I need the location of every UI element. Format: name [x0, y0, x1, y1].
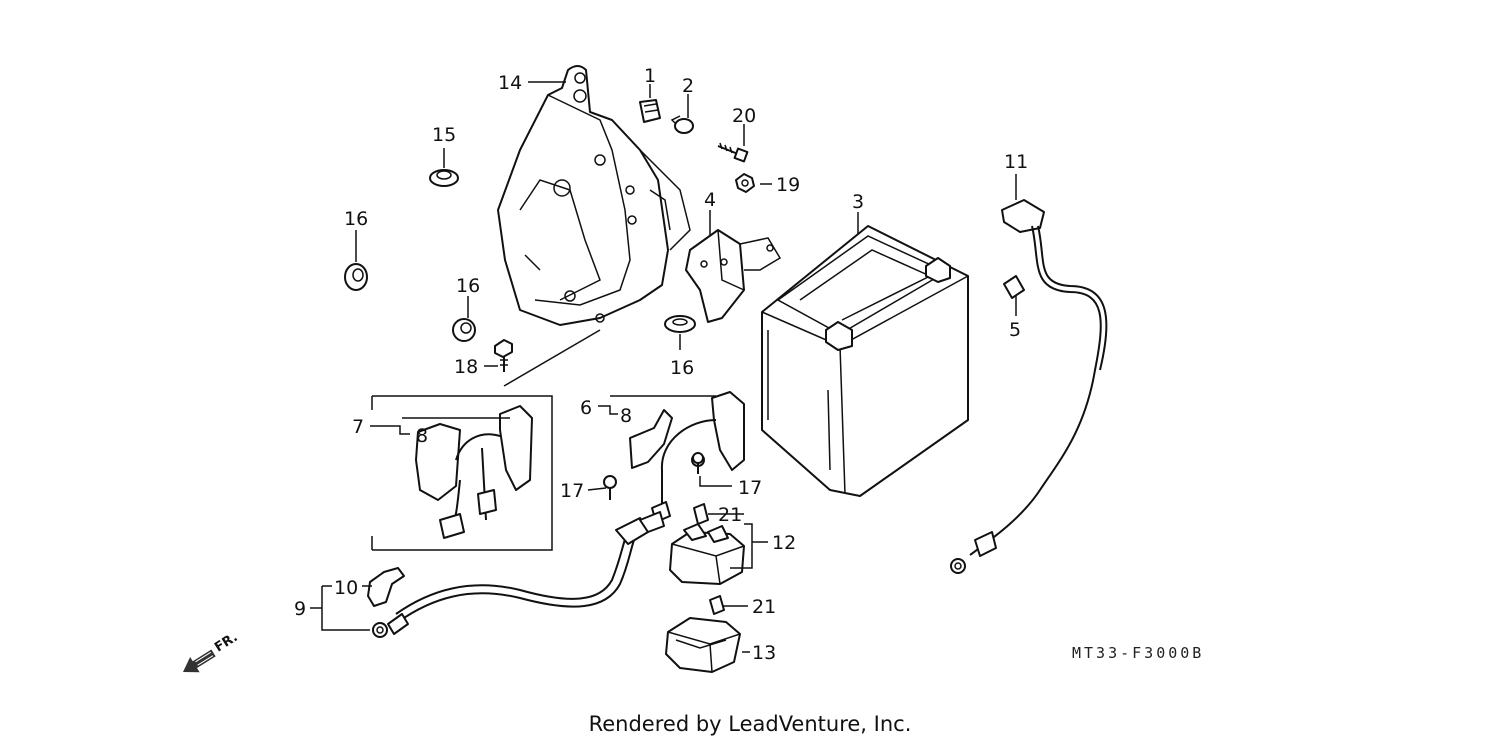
relay-cover-13 [665, 617, 741, 673]
callout-17-left: 17 [560, 480, 584, 502]
callout-14: 14 [498, 72, 522, 94]
callout-5: 5 [1009, 319, 1021, 341]
callout-11: 11 [1004, 151, 1028, 173]
callout-21-top: 21 [718, 504, 742, 526]
callout-10: 10 [334, 577, 358, 599]
cushion-16-center [452, 318, 476, 342]
cushion-16-left [344, 263, 368, 291]
callout-4: 4 [704, 189, 716, 211]
callout-numbers: 1 2 3 4 5 6 7 8 8 9 10 11 12 13 14 15 16… [294, 65, 1028, 664]
relay-holder-4 [685, 229, 782, 323]
direction-label: FR. [212, 630, 240, 655]
callout-16-left: 16 [344, 208, 368, 230]
nut-19 [735, 173, 755, 193]
front-direction-arrow: FR. [183, 630, 241, 673]
collar-2 [670, 115, 694, 134]
callout-20: 20 [732, 105, 756, 127]
callout-9: 9 [294, 598, 306, 620]
callout-17-right: 17 [738, 477, 762, 499]
leader-18 [503, 329, 601, 387]
positive-cable-kit-7 [371, 395, 553, 551]
callout-8-left: 8 [416, 425, 428, 447]
diagram-code: MT33-F3000B [1072, 644, 1204, 662]
callout-8-right: 8 [620, 405, 632, 427]
bolt-20 [717, 142, 749, 163]
grommet-1 [639, 99, 661, 123]
rendered-by-footer: Rendered by LeadVenture, Inc. [588, 712, 912, 736]
positive-cable-kit-6 [629, 391, 745, 523]
negative-cable-11 [950, 199, 1108, 574]
callout-19: 19 [776, 174, 800, 196]
main-cable-9 [372, 511, 665, 638]
battery-bracket [497, 65, 691, 326]
cable-clamp-5 [1003, 275, 1025, 299]
callout-3: 3 [852, 191, 864, 213]
callout-1: 1 [644, 65, 656, 87]
bolt-18 [494, 339, 513, 372]
fuse-21-bottom [709, 595, 725, 615]
terminal-cover-10 [367, 567, 405, 607]
callout-16-right: 16 [670, 357, 694, 379]
battery-3 [761, 225, 969, 497]
fuse-21-top [693, 503, 709, 525]
bolt-17-left [603, 475, 617, 500]
bolt-17-right [692, 452, 704, 474]
callout-16-center: 16 [456, 275, 480, 297]
callout-2: 2 [682, 75, 694, 97]
callout-21-bottom: 21 [752, 596, 776, 618]
callout-18: 18 [454, 356, 478, 378]
cushion-15 [429, 169, 459, 187]
leader-lines [310, 81, 1017, 653]
cushion-16-right [664, 315, 696, 333]
callout-7: 7 [352, 416, 364, 438]
callout-15: 15 [432, 124, 456, 146]
callout-6: 6 [580, 397, 592, 419]
callout-12: 12 [772, 532, 796, 554]
starter-relay-12 [669, 523, 745, 585]
callout-13: 13 [752, 642, 776, 664]
